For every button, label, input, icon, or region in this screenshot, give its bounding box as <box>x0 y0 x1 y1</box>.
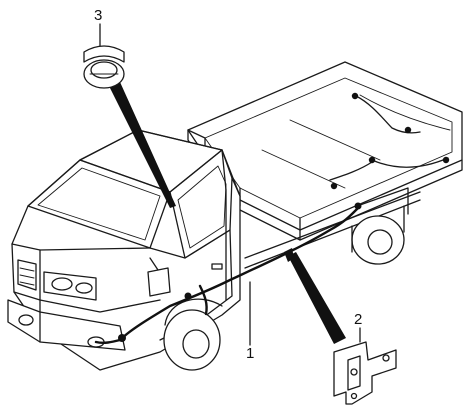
grommet-part <box>83 23 125 89</box>
callout-1-number: 1 <box>246 345 254 362</box>
truck-cab <box>7 129 241 371</box>
callout-3-number: 3 <box>94 7 102 24</box>
cargo-bed <box>187 61 463 269</box>
main-wiring-harness <box>94 202 362 345</box>
bracket-part <box>333 327 397 405</box>
callout-2-number: 2 <box>354 311 362 328</box>
callout-leaders <box>108 82 346 346</box>
